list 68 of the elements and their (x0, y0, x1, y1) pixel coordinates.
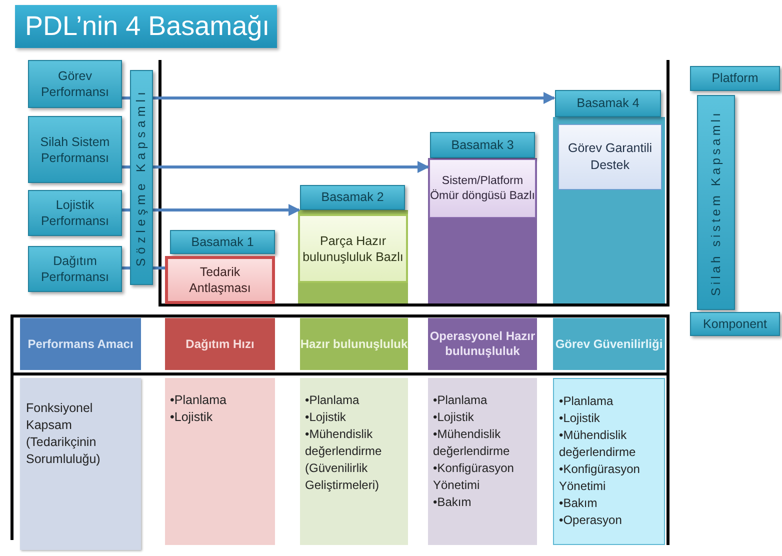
list-item: •Operasyon (559, 512, 623, 529)
stage-header (555, 90, 661, 117)
stage-header (300, 185, 405, 210)
arrow (153, 161, 430, 173)
list-item: •Lojistik (305, 409, 347, 426)
scope-box (690, 66, 780, 91)
label: Komponent (703, 316, 767, 333)
label: Dağıtım Hızı (186, 336, 254, 352)
performance-box (28, 116, 122, 183)
list-item: •Konfigürasyon Yönetimi (433, 460, 515, 494)
list-item: •Lojistik (170, 409, 214, 426)
list-item: •Planlama (559, 393, 614, 410)
performance-box (28, 60, 122, 108)
stage-box (165, 256, 275, 304)
stage-box (429, 159, 536, 218)
label: Basamak 4 (576, 95, 640, 112)
table-body-cell (428, 378, 537, 545)
scope-bar (697, 95, 735, 310)
scope-bar (130, 70, 153, 285)
list-item: •Mühendislik değerlendirme (559, 427, 637, 461)
stage-header (170, 230, 275, 254)
vertical-label: Silah sistem Kapsamlı (708, 110, 724, 296)
label: Operasyonel Hazır bulunuşluluk (428, 329, 536, 359)
table-body-cell (20, 378, 141, 550)
stage-box (298, 214, 408, 283)
arrow (153, 92, 556, 104)
list-item: •Lojistik (433, 409, 475, 426)
table-header-cell (165, 318, 275, 370)
label: Görev Performansı (40, 68, 110, 100)
list-item: •Planlama (170, 392, 228, 409)
label: Görev Garantili Destek (566, 140, 654, 174)
list-item: •Mühendislik değerlendirme (433, 426, 511, 460)
table-header-cell (553, 318, 665, 370)
label: Basamak 1 (191, 234, 254, 251)
label: Görev Güvenilirliği (555, 336, 663, 352)
label: Performans Amacı (28, 336, 134, 352)
list-item: •Lojistik (559, 410, 601, 427)
label: Hazır bulunuşluluk (300, 336, 408, 352)
list-item: •Bakım (559, 495, 598, 512)
list-item: •Bakım (433, 494, 472, 511)
table-body-cell (165, 378, 275, 545)
label: Dağıtım Performansı (40, 253, 110, 285)
table-header-cell (20, 318, 141, 370)
vertical-label: Sözleşme Kapsamlı (133, 88, 150, 267)
label: Silah Sistem Performansı (39, 134, 111, 166)
table-header-cell (300, 318, 408, 370)
scope-box (690, 312, 780, 336)
table-body-cell (553, 378, 665, 545)
list-item: •Mühendislik değerlendirme (Güvenilirlik Geliştirmeleri) (305, 426, 383, 494)
label: Basamak 3 (451, 136, 514, 154)
list-item: Fonksiyonel Kapsam (Tedarikçinin Sorumluluğu) (26, 400, 102, 468)
table-body-cell (300, 378, 408, 545)
label: Tedarik Antlaşması (188, 264, 252, 296)
label: Lojistik Performansı (40, 197, 110, 229)
arrow (153, 204, 300, 216)
title-banner: PDL’nin 4 Basamağı (15, 5, 277, 48)
performance-box (28, 190, 122, 236)
label: Parça Hazır bulunuşluluk Bazlı (302, 232, 404, 264)
label: Basamak 2 (321, 189, 384, 206)
table-header-cell (428, 318, 537, 370)
stage-box (558, 124, 662, 190)
label: Platform (712, 70, 758, 88)
label: Sistem/Platform Ömür döngüsü Bazlı (430, 174, 535, 204)
list-item: •Planlama (433, 392, 488, 409)
list-item: •Planlama (305, 392, 360, 409)
list-item: •Konfigürasyon Yönetimi (559, 461, 641, 495)
performance-box (28, 246, 122, 292)
stage-header (430, 132, 535, 158)
